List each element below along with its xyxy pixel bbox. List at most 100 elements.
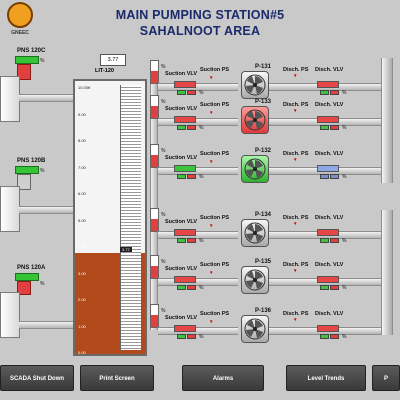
valve-status-open-indicator: [177, 285, 186, 290]
valve-status-closed-indicator: [330, 285, 339, 290]
suction-ps-label: Suction PS: [200, 67, 230, 73]
discharge-valve-label: Disch. VLV: [315, 102, 344, 108]
pns-status-indicator[interactable]: [15, 56, 39, 64]
pns-pipe: [19, 321, 73, 329]
logo-emblem-icon: [7, 2, 33, 28]
discharge-ps-indicator: ▼: [293, 157, 298, 162]
valve-status-open-indicator: [177, 90, 186, 95]
discharge-valve[interactable]: [317, 325, 339, 332]
suction-level-bar: [150, 304, 159, 328]
percent-label: %: [199, 125, 204, 131]
suction-valve[interactable]: [174, 81, 196, 88]
pns-tank: [0, 76, 20, 122]
pump-id-label: P-135: [255, 259, 272, 265]
valve-status-closed-indicator: [187, 238, 196, 243]
valve-status-open-indicator: [320, 174, 329, 179]
discharge-valve[interactable]: [317, 276, 339, 283]
pump-p-132-fan-icon[interactable]: [241, 155, 269, 183]
discharge-valve[interactable]: [317, 81, 339, 88]
suction-valve[interactable]: [174, 165, 196, 172]
valve-status-open-indicator: [320, 334, 329, 339]
percent-label: %: [161, 308, 166, 314]
discharge-valve-label: Disch. VLV: [315, 311, 344, 317]
valve-status-open-indicator: [320, 285, 329, 290]
suction-valve-label: Suction VLV: [165, 71, 197, 77]
tank-tick-label: 6.00: [78, 191, 86, 196]
percent-label: %: [161, 64, 166, 70]
discharge-ps-indicator: ▼: [293, 108, 298, 113]
suction-valve-label: Suction VLV: [165, 315, 197, 321]
suction-ps-indicator: ▼: [209, 223, 214, 228]
scada-shutdown-button[interactable]: SCADA Shut Down: [0, 365, 74, 391]
pns-label: PNS 120A: [17, 265, 46, 271]
valve-status-closed-indicator: [187, 90, 196, 95]
valve-status-closed-indicator: [187, 125, 196, 130]
valve-status-closed-indicator: [330, 238, 339, 243]
pump-p-131-fan-icon[interactable]: [241, 71, 269, 99]
suction-ps-indicator: ▼: [209, 75, 214, 80]
suction-level-bar: [150, 255, 159, 279]
suction-valve[interactable]: [174, 116, 196, 123]
suction-ps-indicator: ▼: [209, 110, 214, 115]
suction-ps-label: Suction PS: [200, 215, 230, 221]
percent-label: %: [342, 238, 347, 244]
alarms-button[interactable]: Alarms: [182, 365, 264, 391]
print-screen-button[interactable]: Print Screen: [80, 365, 154, 391]
company-logo: GNEEC: [3, 2, 37, 42]
partial-button[interactable]: P: [372, 365, 400, 391]
pns-level-bar: [17, 174, 31, 190]
pump-p-136-fan-icon[interactable]: [241, 315, 269, 343]
tank-tick-label: 3.00: [78, 270, 86, 276]
discharge-valve[interactable]: [317, 229, 339, 236]
suction-level-bar: [150, 144, 159, 168]
discharge-header-pipe: [381, 58, 393, 183]
discharge-ps-label: Disch. PS: [283, 262, 309, 268]
pns-status-indicator[interactable]: [15, 166, 39, 174]
suction-pipe: [158, 327, 238, 335]
suction-valve[interactable]: [174, 325, 196, 332]
tank-tick-label: 2.00: [78, 297, 86, 302]
pump-id-label: P-131: [255, 64, 272, 70]
suction-ps-indicator: ▼: [209, 319, 214, 324]
pump-p-134-fan-icon[interactable]: [241, 219, 269, 247]
valve-status-closed-indicator: [330, 90, 339, 95]
level-trends-button[interactable]: Level Trends: [286, 365, 366, 391]
discharge-ps-label: Disch. PS: [283, 215, 309, 221]
pump-id-label: P-132: [255, 148, 272, 154]
percent-label: %: [342, 174, 347, 180]
pns-pipe: [19, 94, 73, 102]
tank-tick-label: 4.00: [78, 244, 86, 249]
suction-valve[interactable]: [174, 229, 196, 236]
pns-status-indicator[interactable]: [15, 273, 39, 281]
tank-tick-label: 1.00: [78, 323, 86, 329]
percent-label: %: [199, 285, 204, 291]
valve-status-open-indicator: [177, 238, 186, 243]
suction-level-bar: [150, 60, 159, 84]
suction-valve-label: Suction VLV: [165, 106, 197, 112]
page-title: MAIN PUMPING STATION#5: [115, 8, 285, 22]
tank-tick-label: 7.00: [78, 164, 86, 170]
pns-label: PNS 120C: [17, 48, 46, 54]
pump-p-133-fan-icon[interactable]: [241, 106, 269, 134]
pump-id-label: P-133: [255, 99, 272, 105]
tank-scale: [120, 85, 141, 350]
tank-tick-label: 5.00: [78, 217, 86, 223]
percent-label: %: [161, 259, 166, 265]
suction-ps-label: Suction PS: [200, 102, 230, 108]
percent-label: %: [199, 174, 204, 180]
level-transmitter-value: 3.77: [100, 54, 126, 66]
valve-status-closed-indicator: [187, 334, 196, 339]
suction-valve[interactable]: [174, 276, 196, 283]
pns-tank: [0, 186, 20, 232]
valve-status-open-indicator: [177, 125, 186, 130]
discharge-valve[interactable]: [317, 165, 339, 172]
suction-level-bar: [150, 95, 159, 119]
valve-status-closed-indicator: [330, 174, 339, 179]
suction-pipe: [158, 167, 238, 175]
tank-tick-label: 10.00ft: [78, 85, 91, 90]
discharge-header-pipe: [381, 210, 393, 335]
suction-valve-label: Suction VLV: [165, 219, 197, 225]
discharge-valve[interactable]: [317, 116, 339, 123]
pump-p-135-fan-icon[interactable]: [241, 266, 269, 294]
